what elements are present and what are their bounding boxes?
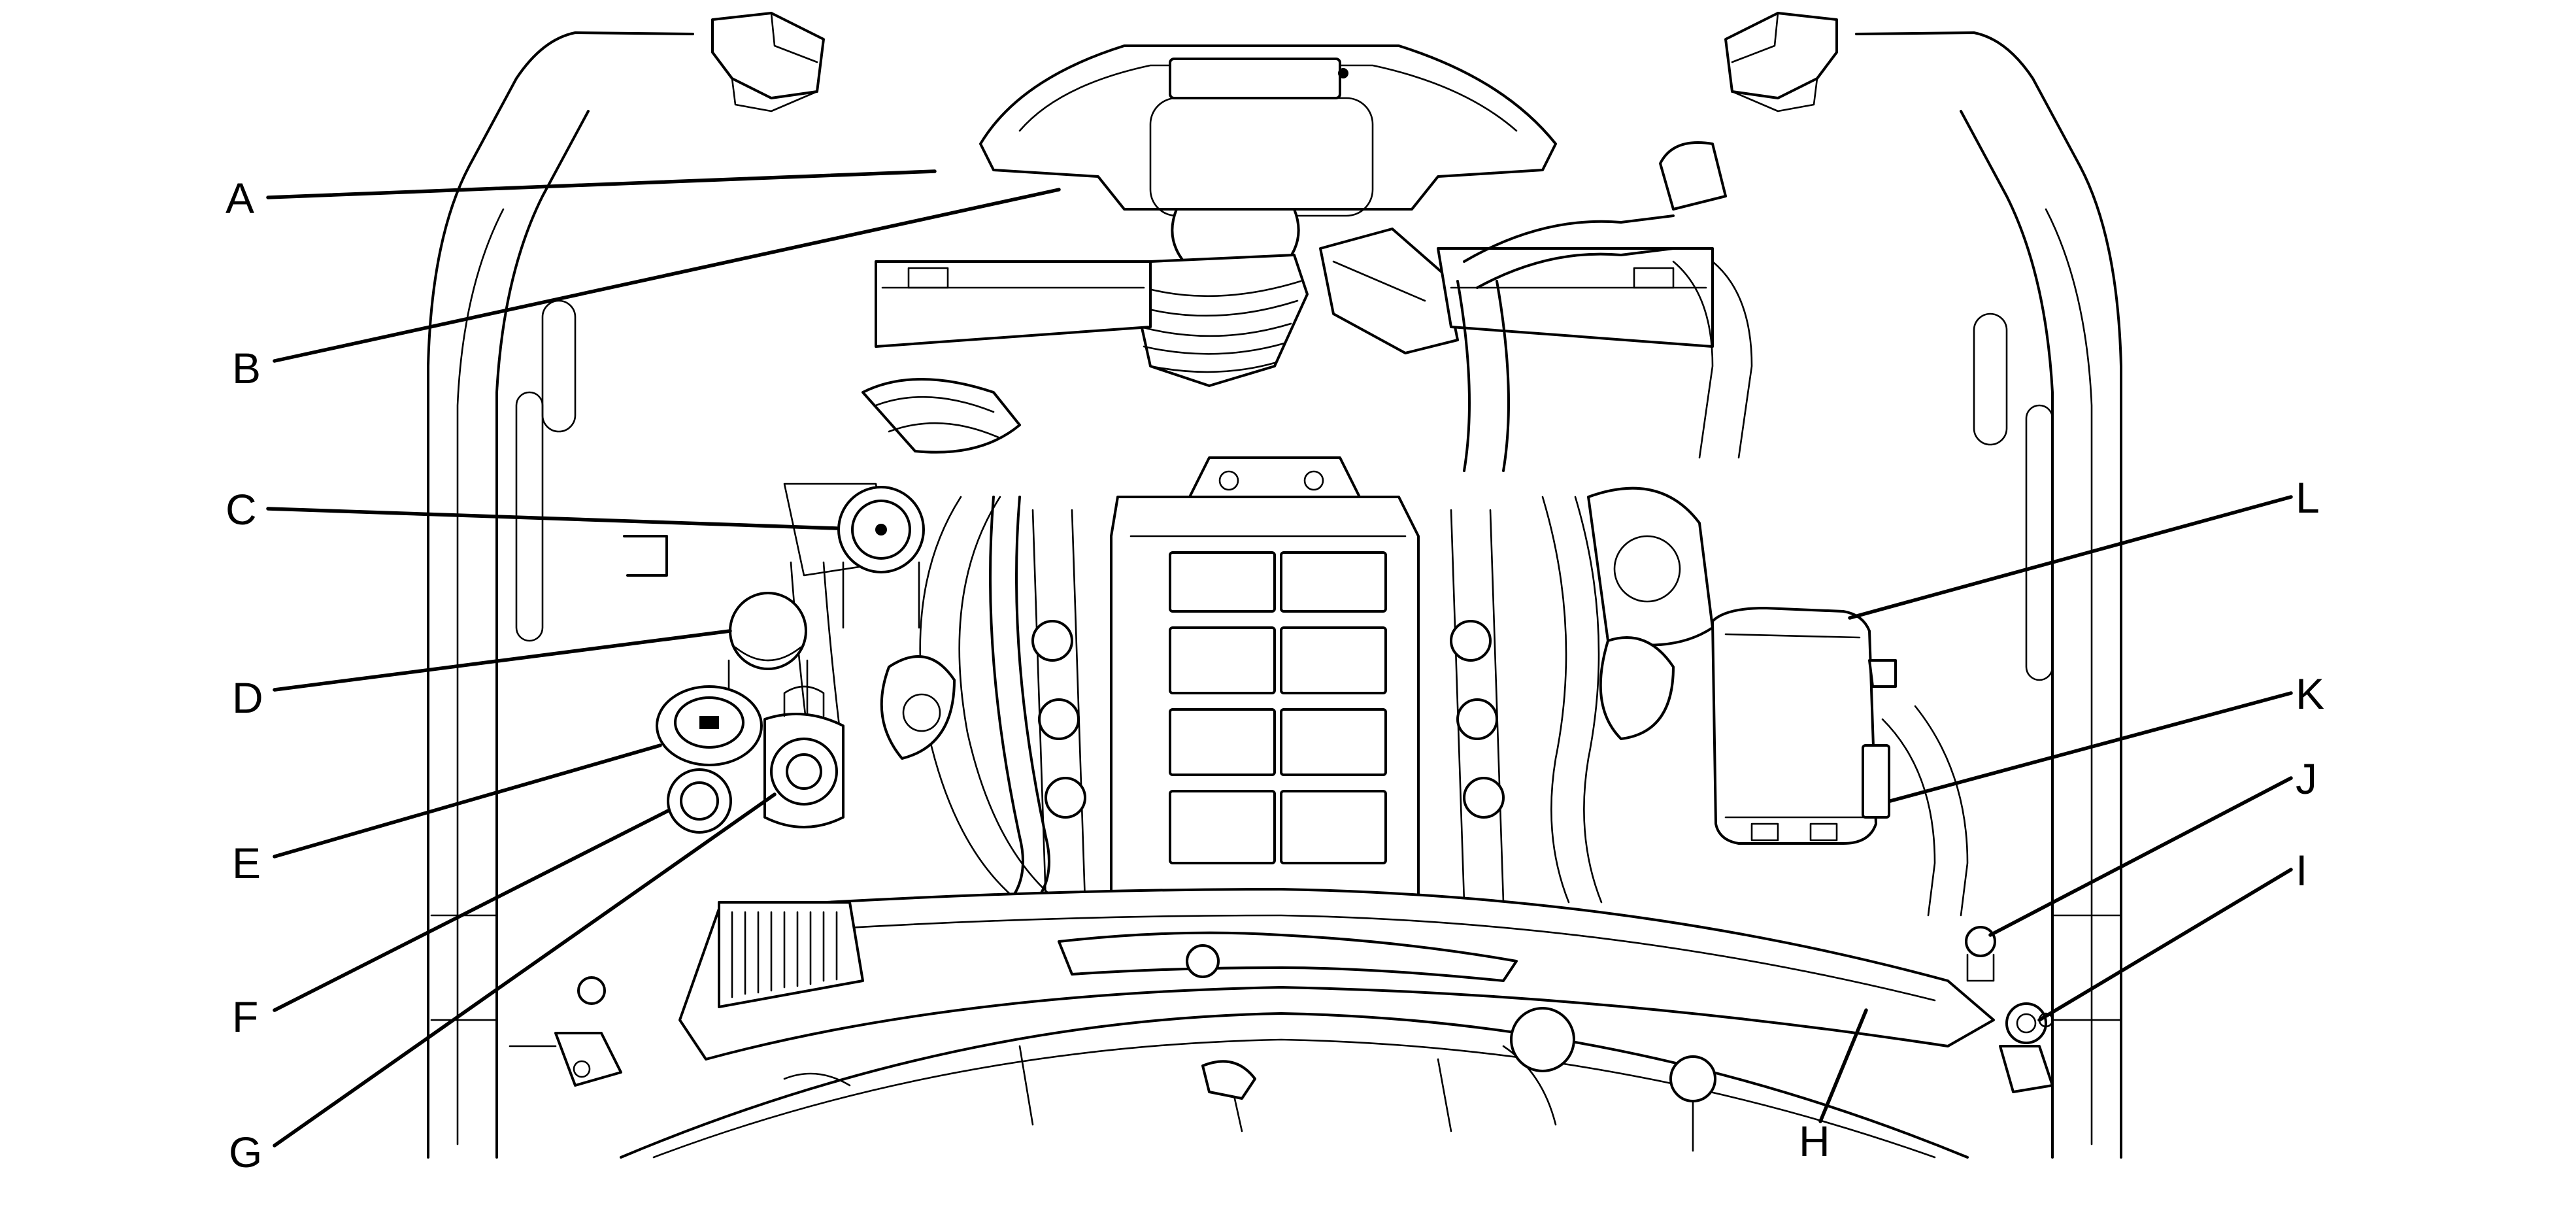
brake-fluid-reservoir — [837, 486, 925, 629]
right-lower-cap — [2005, 1002, 2047, 1044]
lower-left-bracket — [509, 976, 622, 1087]
callout-label-h: H — [1799, 1117, 1830, 1165]
upper-radiator-hose — [1456, 214, 1675, 472]
right-engine-bank — [1450, 141, 1753, 904]
coolant-reservoir-cap — [656, 685, 763, 766]
right-fender — [1855, 31, 2122, 1159]
leader-e — [273, 743, 662, 858]
radiator-support — [678, 888, 1995, 1061]
callout-label-d: D — [232, 673, 263, 722]
callout-label-f: F — [232, 993, 258, 1041]
leader-h — [1818, 1008, 1868, 1123]
leader-d — [273, 629, 732, 692]
callout-label-i: I — [2296, 846, 2307, 894]
callout-label-b: B — [232, 344, 261, 392]
leader-a — [266, 169, 937, 199]
leader-g — [273, 792, 777, 1148]
leader-k — [1888, 691, 2293, 803]
hood-hinge-right — [1724, 12, 1838, 112]
underhood-fuse-block — [1711, 607, 1897, 845]
hood-hinge-left — [711, 12, 825, 112]
right-fill-cap — [1965, 926, 1996, 982]
leader-l — [1848, 495, 2293, 620]
leader-b — [273, 188, 1061, 363]
callout-label-e: E — [232, 839, 261, 887]
callout-label-a: A — [226, 174, 254, 222]
callout-label-g: G — [229, 1128, 262, 1176]
callout-label-l: L — [2296, 473, 2320, 522]
callout-label-k: K — [2296, 670, 2324, 718]
callout-label-c: C — [226, 485, 257, 534]
lower-front-structure — [620, 1007, 1969, 1159]
air-intake-duct — [979, 44, 1557, 269]
left-fender — [427, 31, 694, 1159]
engine-cover — [1110, 456, 1420, 904]
air-filter-box — [1319, 228, 1459, 354]
front-grille-vents — [718, 901, 864, 1008]
battery-area — [1881, 705, 1969, 917]
callout-leader-lines — [266, 169, 2293, 1148]
leader-c — [266, 507, 839, 530]
power-steering-reservoir — [728, 592, 809, 734]
leader-j — [1988, 776, 2293, 937]
air-intake-hose — [1136, 254, 1309, 387]
callout-label-j: J — [2296, 755, 2317, 803]
leader-f — [273, 809, 670, 1012]
leader-i — [2037, 868, 2293, 1022]
wire-harness-left — [989, 496, 1050, 917]
washer-fluid-cap — [667, 768, 732, 834]
engine-oil-fill-cap — [763, 685, 845, 828]
callout-labels: A B C D E F G H I J K L — [226, 174, 2324, 1176]
